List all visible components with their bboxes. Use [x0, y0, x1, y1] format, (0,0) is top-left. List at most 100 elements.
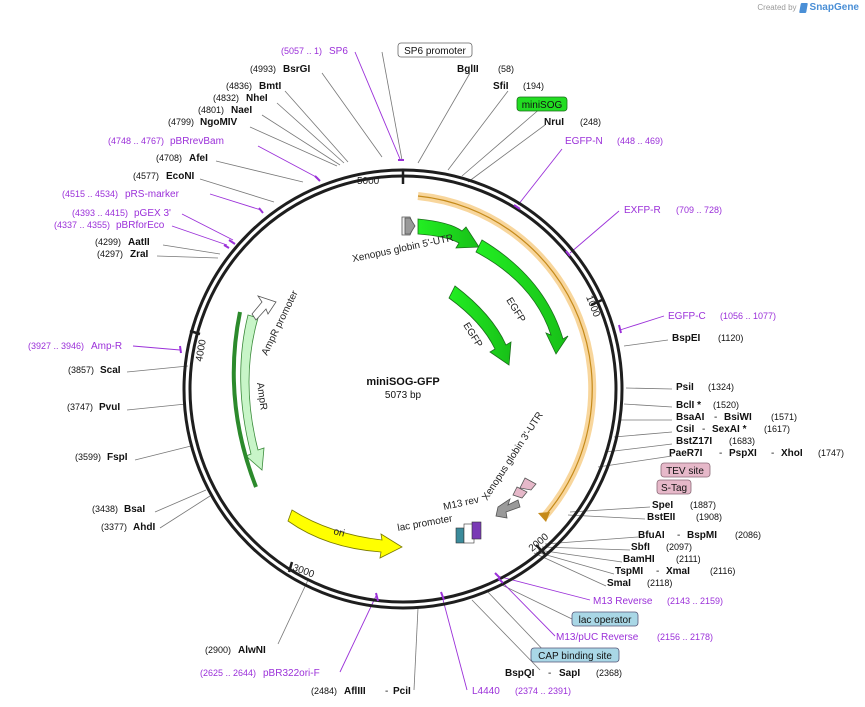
created-by-text: Created by [757, 3, 797, 12]
site-csii-pos: (1617) [764, 424, 790, 434]
site-tspmi-sep: - [656, 566, 659, 577]
site-zrai-pos: (4297) [97, 249, 123, 259]
minisog-arrow [417, 218, 480, 249]
arc-label-lac-promoter: lac promoter [397, 513, 454, 534]
primer-pbrforeco-range: (4337 .. 4355) [54, 220, 110, 230]
site-bspqi-pos: (2368) [596, 668, 622, 678]
primer-exfpr-range: (709 .. 728) [676, 205, 722, 215]
cap-site-box [455, 527, 465, 544]
primer-leader-lines [132, 51, 665, 691]
egfp-arrow-outer [475, 239, 569, 355]
tick-label-1000: 1000 [583, 294, 602, 319]
site-scai-name: ScaI [100, 365, 121, 376]
minisog-label: miniSOG [522, 100, 563, 111]
site-afei-pos: (4708) [156, 153, 182, 163]
site-naei-name: NaeI [231, 105, 252, 116]
selection-arc [417, 195, 593, 518]
snapgene-logo-icon [798, 2, 808, 13]
ampr-arrow [240, 314, 265, 471]
site-bstz17i-pos: (1683) [729, 436, 755, 446]
primer-sp6-range: (5057 .. 1) [281, 46, 322, 56]
lac-operator-box [471, 521, 482, 540]
site-bsrgi-pos: (4993) [250, 64, 276, 74]
site-bcli-name: BclI * [676, 400, 701, 411]
xenopus-3utr-arrow [495, 498, 521, 519]
site-bsiwi-name: BsiWI [724, 412, 752, 423]
site-bsai-pos: (3438) [92, 504, 118, 514]
ampr-outer-arc [231, 311, 258, 488]
site-afliii-pos: (2484) [311, 686, 337, 696]
site-alwni-pos: (2900) [205, 645, 231, 655]
ampr-promoter-arrow [251, 295, 277, 321]
site-nhei-pos: (4832) [213, 93, 239, 103]
site-psii-pos: (1324) [708, 382, 734, 392]
site-pvui-pos: (3747) [67, 402, 93, 412]
site-tspmi-pos: (2116) [710, 566, 735, 576]
primer-pbr322ori-name: pBR322ori-F [263, 668, 320, 679]
position-ticks [189, 170, 603, 573]
site-csii-name: CsiI [676, 424, 695, 435]
primer-m13reverse-range: (2143 .. 2159) [667, 596, 723, 606]
minisog-box [516, 96, 568, 112]
site-afliii-name: AflIII [344, 686, 366, 697]
site-bspei-name: BspEI [672, 333, 701, 344]
site-bspmi-name: BspMI [687, 530, 717, 541]
site-bsai-name: BsaI [124, 504, 145, 515]
sp6-promoter-label: SP6 promoter [404, 46, 466, 57]
site-ngomiv-pos: (4799) [168, 117, 194, 127]
feature-arrows [231, 216, 569, 559]
site-bsrgi-name: BsrGI [283, 64, 310, 75]
site-bamhi-pos: (2111) [676, 554, 701, 564]
primer-egfpn-range: (448 .. 469) [617, 136, 663, 146]
sp6-promoter-box [397, 42, 473, 58]
primer-egfpc-name: EGFP-C [668, 311, 706, 322]
site-afei-name: AfeI [189, 153, 208, 164]
site-xmai-name: XmaI [666, 566, 690, 577]
site-csii-sep: - [702, 424, 705, 435]
site-nrui-pos: (248) [580, 117, 601, 127]
site-bfuai-sep: - [677, 530, 680, 541]
primer-m13reverse-name: M13 Reverse [593, 596, 653, 607]
site-econi-name: EcoNI [166, 171, 195, 182]
arc-label-xenopus-3utr: Xenopus globin 3'-UTR [480, 410, 545, 502]
site-fspi-name: FspI [107, 452, 128, 463]
primer-ampr-range: (3927 .. 3946) [28, 341, 84, 351]
primer-l4440-range: (2374 .. 2391) [515, 686, 571, 696]
site-smai-name: SmaI [607, 578, 631, 589]
lac-operator-label: lac operator [579, 615, 632, 626]
cap-binding-site-box [530, 647, 620, 663]
primer-prsmarker-name: pRS-marker [125, 189, 180, 200]
site-bfuai-name: BfuAI [638, 530, 665, 541]
primer-egfpn-name: EGFP-N [565, 136, 603, 147]
site-sexai-name: SexAI * [712, 424, 747, 435]
site-bglii-pos: (58) [498, 64, 514, 74]
primer-prsmarker-range: (4515 .. 4534) [62, 189, 118, 199]
cap-binding-site-label: CAP binding site [538, 651, 612, 662]
snapgene-credit: Created by SnapGene [757, 2, 859, 13]
site-bspqi-name: BspQI [505, 668, 535, 679]
site-sfii-name: SfiI [493, 81, 509, 92]
primer-exfpr-name: EXFP-R [624, 205, 661, 216]
site-psii-name: PsiI [676, 382, 694, 393]
primer-m13puc-range: (2156 .. 2178) [657, 632, 713, 642]
site-spei-name: SpeI [652, 500, 673, 511]
tev-site-label: TEV site [666, 466, 704, 477]
arc-label-xenopus-5utr: Xenopus globin 5'-UTR [351, 233, 454, 265]
site-nhei-name: NheI [246, 93, 268, 104]
site-sapi-name: SapI [559, 668, 580, 679]
site-bstz17i-name: BstZ17I [676, 436, 712, 447]
egfp-arrow-inner [448, 285, 512, 366]
site-aatii-pos: (4299) [95, 237, 121, 247]
site-zrai-name: ZraI [130, 249, 149, 260]
primer-egfpc-range: (1056 .. 1077) [720, 311, 776, 321]
site-fspi-pos: (3599) [75, 452, 101, 462]
site-bamhi-name: BamHI [623, 554, 655, 565]
site-bglii-name: BglII [457, 64, 479, 75]
arc-label-egfp-1: EGFP [503, 296, 527, 325]
site-smai-pos: (2118) [647, 578, 672, 588]
primer-ampr-name: Amp-R [91, 341, 122, 352]
site-pcii-name: PciI [393, 686, 411, 697]
site-afliii-sep: - [385, 686, 388, 697]
primer-pgex3-range: (4393 .. 4415) [72, 208, 128, 218]
